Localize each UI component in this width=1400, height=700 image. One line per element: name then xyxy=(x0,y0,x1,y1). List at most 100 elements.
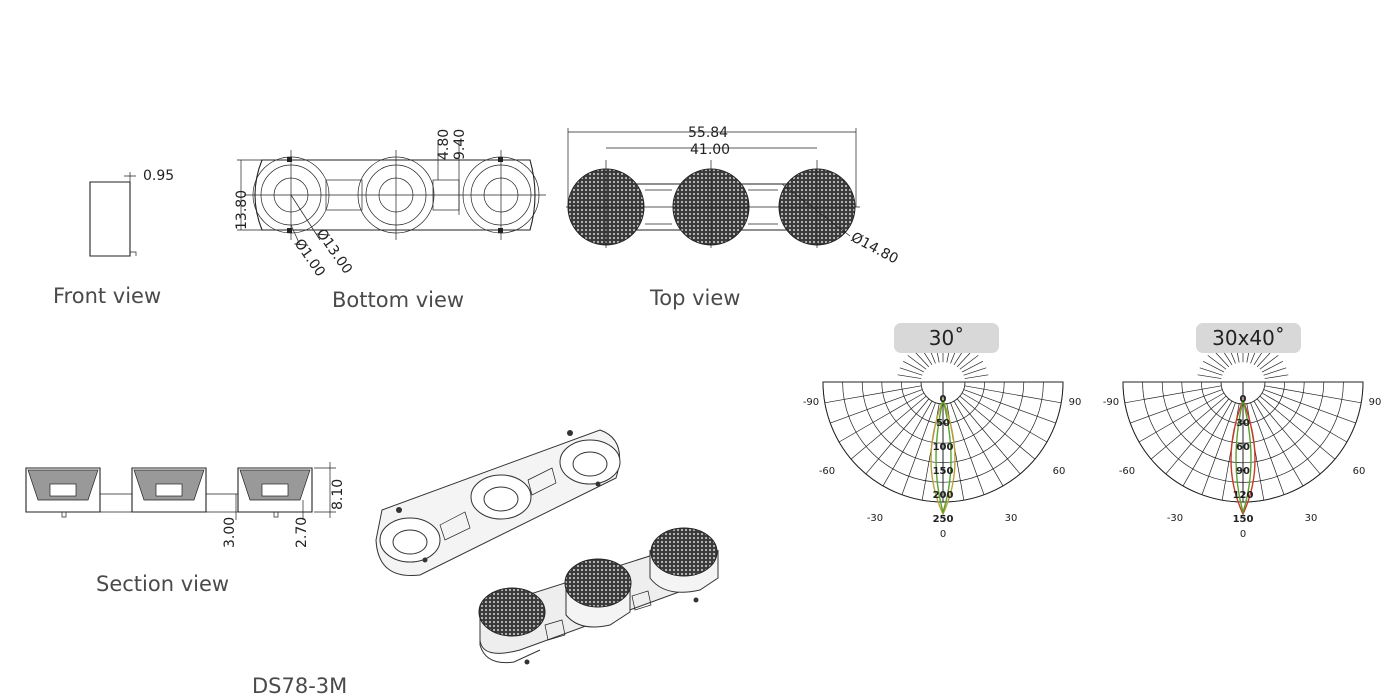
polar-tick xyxy=(907,355,927,370)
polar-tick xyxy=(1261,360,1283,373)
polar-tick xyxy=(964,374,989,379)
polar-spoke xyxy=(956,398,1021,475)
polar-angle-label: 90 xyxy=(1369,397,1382,408)
polar-spoke xyxy=(963,389,1056,424)
section-view-label: Section view xyxy=(96,572,230,596)
polar-radial-label: 60 xyxy=(1236,442,1250,453)
polar-tick xyxy=(1207,355,1227,370)
dim-section-b: 2.70 xyxy=(294,517,310,548)
polar-angle-label: -60 xyxy=(819,466,835,477)
polar-spoke xyxy=(964,385,1062,404)
polar-angle-label: 30 xyxy=(1305,513,1318,524)
polar-radial-label: 150 xyxy=(933,466,954,477)
dim-bottom-w1: 4.80 xyxy=(436,129,452,160)
front-view-drawing: 0.95 xyxy=(89,168,174,257)
polar-spoke xyxy=(959,395,1036,460)
polar-radial-label: 0 xyxy=(940,394,947,405)
polar-tick xyxy=(899,367,923,376)
polar-tick xyxy=(1259,355,1279,370)
polar-tick xyxy=(1263,367,1287,376)
bottom-view-drawing: 13.80 4.80 9.40 Ø1.00 Ø13.00 xyxy=(234,129,546,280)
polar-radial-label: 90 xyxy=(1236,466,1250,477)
beam-angle-badge-30: 30˚ xyxy=(894,323,999,353)
beam-curve-primary xyxy=(1235,399,1252,515)
polar-radial-label: 250 xyxy=(933,514,954,525)
polar-angle-label: -90 xyxy=(1103,397,1119,408)
polar-spoke xyxy=(1250,402,1285,495)
dim-top-overall: 55.84 xyxy=(688,125,728,141)
polar-angle-label: 60 xyxy=(1053,466,1066,477)
polar-radial-label: 150 xyxy=(1233,514,1254,525)
polar-spoke xyxy=(1182,400,1233,487)
polar-angle-label: -60 xyxy=(1119,466,1135,477)
polar-spoke xyxy=(838,392,925,443)
polar-tick xyxy=(956,350,973,368)
polar-tick xyxy=(897,374,922,379)
model-name: DS78-3M xyxy=(252,674,348,698)
polar-radial-label: 120 xyxy=(1233,490,1254,501)
polar-spoke xyxy=(1253,400,1304,487)
lens-3d-render xyxy=(375,429,719,665)
polar-tick xyxy=(1213,350,1230,368)
polar-spoke xyxy=(830,389,923,424)
polar-spoke xyxy=(1201,402,1236,495)
front-view-label: Front view xyxy=(53,284,162,308)
polar-tick xyxy=(1264,374,1289,379)
polar-tick xyxy=(1256,350,1273,368)
dim-front-thickness: 0.95 xyxy=(143,168,174,184)
polar-tick xyxy=(1199,367,1223,376)
polar-tick xyxy=(959,355,979,370)
polar-spoke xyxy=(882,400,933,487)
top-view-label: Top view xyxy=(650,286,741,310)
polar-spoke xyxy=(950,402,985,495)
dim-section-a: 3.00 xyxy=(222,517,238,548)
polar-spoke xyxy=(1264,385,1362,404)
polar-radial-label: 30 xyxy=(1236,418,1250,429)
polar-spoke xyxy=(1259,395,1336,460)
dim-bottom-height: 13.80 xyxy=(234,190,250,230)
polar-spoke xyxy=(850,395,927,460)
polar-angle-label: 90 xyxy=(1069,397,1082,408)
dim-top-pitch: 41.00 xyxy=(690,142,730,158)
polar-radial-label: 100 xyxy=(933,442,954,453)
top-view-drawing: 55.84 41.00 Ø14.80 xyxy=(566,125,901,268)
polar-angle-label: 0 xyxy=(1240,529,1246,540)
section-view-drawing: 8.10 3.00 2.70 xyxy=(25,462,346,548)
polar-spoke xyxy=(865,398,930,475)
polar-spoke xyxy=(901,402,936,495)
polar-tick xyxy=(903,360,925,373)
polar-tick xyxy=(913,350,930,368)
dim-section-height: 8.10 xyxy=(330,479,346,510)
polar-spoke xyxy=(1256,398,1321,475)
polar-tick xyxy=(961,360,983,373)
beam-curve-primary xyxy=(935,399,952,515)
polar-spoke xyxy=(1138,392,1225,443)
polar-angle-label: -30 xyxy=(1167,513,1183,524)
polar-radial-label: 200 xyxy=(933,490,954,501)
polar-spoke xyxy=(1130,389,1223,424)
polar-spoke xyxy=(1261,392,1348,443)
polar-spoke xyxy=(1150,395,1227,460)
polar-chart-30x40: 0 30 60 90 120 150 -90 -60 -30 0 30 60 90 xyxy=(1103,340,1382,540)
beam-angle-badge-30x40: 30x40˚ xyxy=(1196,323,1301,353)
polar-angle-label: 30 xyxy=(1005,513,1018,524)
dim-bottom-w2: 9.40 xyxy=(452,129,468,160)
polar-radial-label: 0 xyxy=(1240,394,1247,405)
polar-spoke xyxy=(1263,389,1356,424)
polar-spoke xyxy=(953,400,1004,487)
polar-tick xyxy=(1197,374,1222,379)
polar-spoke xyxy=(1165,398,1230,475)
polar-angle-label: -90 xyxy=(803,397,819,408)
dim-top-lens: Ø14.80 xyxy=(848,229,901,267)
polar-angle-label: 60 xyxy=(1353,466,1366,477)
polar-tick xyxy=(1203,360,1225,373)
polar-spoke xyxy=(824,385,922,404)
polar-spoke xyxy=(1124,385,1222,404)
polar-angle-label: -30 xyxy=(867,513,883,524)
bottom-view-label: Bottom view xyxy=(332,288,465,312)
polar-angle-label: 0 xyxy=(940,529,946,540)
polar-spoke xyxy=(961,392,1048,443)
polar-tick xyxy=(963,367,987,376)
